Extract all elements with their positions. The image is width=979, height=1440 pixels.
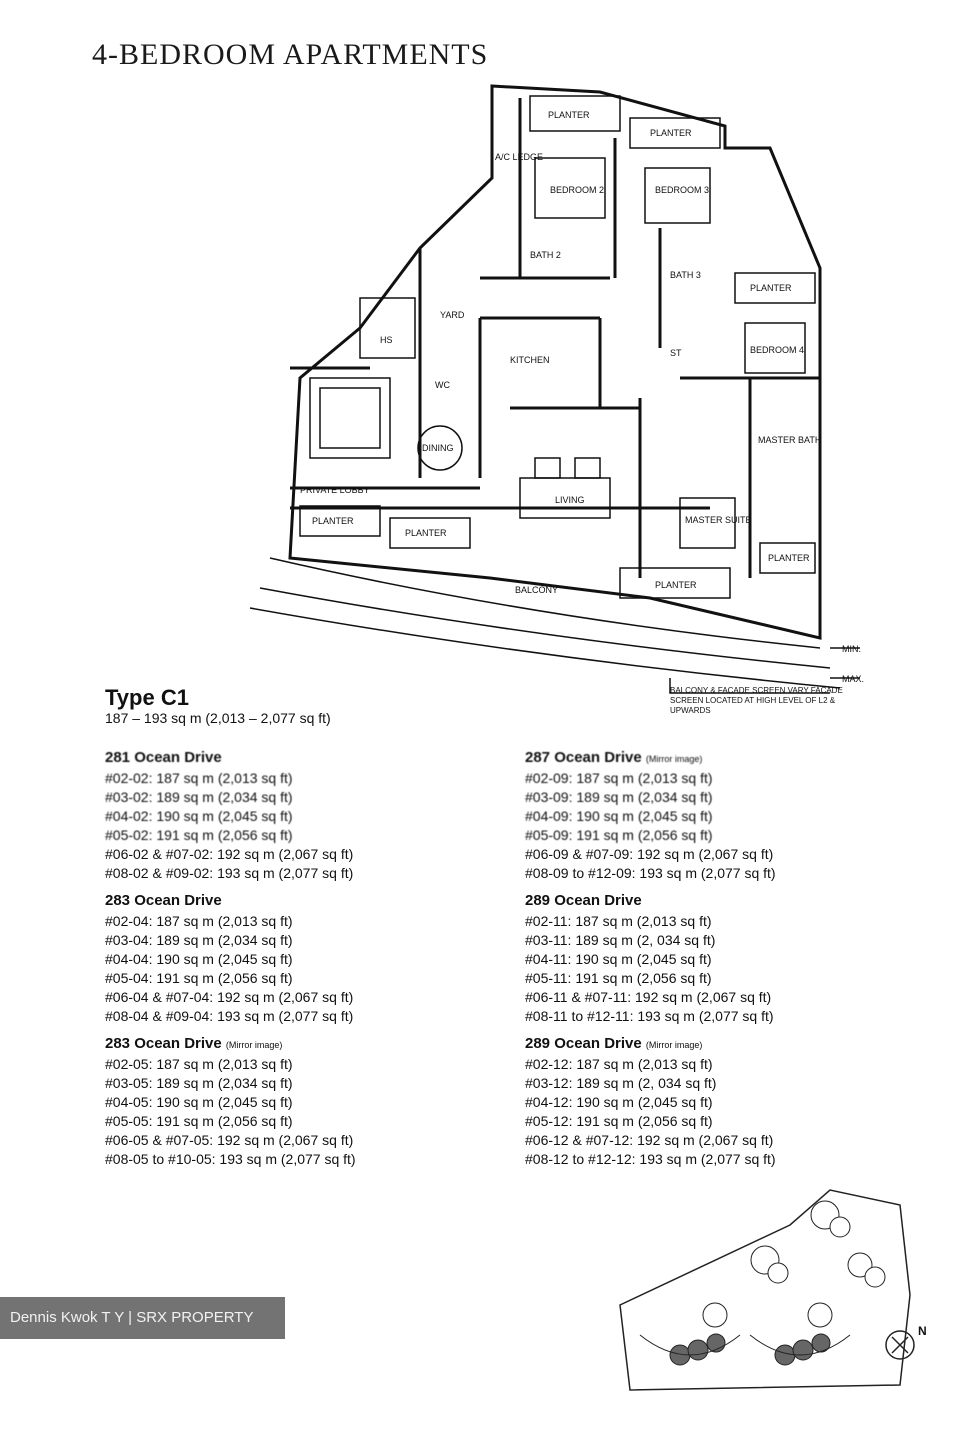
group-heading: 281 Ocean Drive <box>105 749 222 766</box>
unit-row: #02-09: 187 sq m (2,013 sq ft) <box>525 770 713 786</box>
floor-plan-drawing: PLANTER PLANTER PLANTER PLANTER PLANTER … <box>249 84 864 694</box>
min-label: MIN. <box>842 644 861 654</box>
unit-row: #04-05: 190 sq m (2,045 sq ft) <box>105 1094 293 1110</box>
bath-2-label: BATH 2 <box>530 250 561 260</box>
facade-note: BALCONY & FACADE SCREEN VARY FACADE SCRE… <box>670 686 843 715</box>
unit-row: #04-09: 190 sq m (2,045 sq ft) <box>525 808 713 824</box>
unit-row: #06-02 & #07-02: 192 sq m (2,067 sq ft) <box>105 846 354 862</box>
group-heading: 283 Ocean Drive (Mirror image) <box>105 1035 283 1052</box>
unit-row: #08-12 to #12-12: 193 sq m (2,077 sq ft) <box>525 1151 776 1167</box>
group-heading: 283 Ocean Drive <box>105 892 222 909</box>
master-suite-label: MASTER SUITE <box>685 515 752 525</box>
unit-row: #02-12: 187 sq m (2,013 sq ft) <box>525 1056 713 1072</box>
planter-label: PLANTER <box>405 528 447 538</box>
unit-row: #04-02: 190 sq m (2,045 sq ft) <box>105 808 293 824</box>
site-key-plan: N <box>600 1185 945 1400</box>
bedroom-3-label: BEDROOM 3 <box>655 185 709 195</box>
unit-row: #02-04: 187 sq m (2,013 sq ft) <box>105 913 293 929</box>
room-labels: PLANTER PLANTER PLANTER PLANTER PLANTER … <box>300 110 864 684</box>
unit-row: #05-05: 191 sq m (2,056 sq ft) <box>105 1113 293 1129</box>
unit-row: #06-04 & #07-04: 192 sq m (2,067 sq ft) <box>105 989 354 1005</box>
yard-label: YARD <box>440 310 465 320</box>
unit-row: #05-12: 191 sq m (2,056 sq ft) <box>525 1113 713 1129</box>
unit-row: #05-09: 191 sq m (2,056 sq ft) <box>525 827 713 843</box>
unit-row: #05-04: 191 sq m (2,056 sq ft) <box>105 970 293 986</box>
master-bath-label: MASTER BATH <box>758 435 821 445</box>
planter-label: PLANTER <box>312 516 354 526</box>
compass-label: N <box>918 1324 927 1338</box>
unit-row: #03-09: 189 sq m (2,034 sq ft) <box>525 789 713 805</box>
unit-row: #05-11: 191 sq m (2,056 sq ft) <box>525 970 712 986</box>
planter-label: PLANTER <box>655 580 697 590</box>
unit-group: 281 Ocean Drive #02-02: 187 sq m (2,013 … <box>105 748 356 845</box>
group-heading: 289 Ocean Drive <box>525 892 642 909</box>
living-label: LIVING <box>555 495 585 505</box>
unit-row: #03-04: 189 sq m (2,034 sq ft) <box>105 932 293 948</box>
dining-label: DINING <box>422 443 454 453</box>
unit-row: #03-11: 189 sq m (2, 034 sq ft) <box>525 932 716 948</box>
unit-row: #08-11 to #12-11: 193 sq m (2,077 sq ft) <box>525 1008 774 1024</box>
floor-plan: PLANTER PLANTER PLANTER PLANTER PLANTER … <box>230 78 870 718</box>
site-key-plan-drawing: N <box>619 1189 927 1391</box>
kitchen-label: KITCHEN <box>510 355 550 365</box>
private-lobby-label: PRIVATE LOBBY <box>300 485 370 495</box>
unit-row: #04-11: 190 sq m (2,045 sq ft) <box>525 951 712 967</box>
unit-row: #05-02: 191 sq m (2,056 sq ft) <box>105 827 293 843</box>
unit-row: #08-05 to #10-05: 193 sq m (2,077 sq ft) <box>105 1151 356 1167</box>
unit-row: #08-02 & #09-02: 193 sq m (2,077 sq ft) <box>105 865 354 881</box>
compass-icon <box>885 1330 915 1360</box>
planter-label: PLANTER <box>768 553 810 563</box>
unit-row: #08-09 to #12-09: 193 sq m (2,077 sq ft) <box>525 865 776 881</box>
st-label: ST <box>670 348 682 358</box>
unit-row: #03-05: 189 sq m (2,034 sq ft) <box>105 1075 293 1091</box>
unit-row: #06-09 & #07-09: 192 sq m (2,067 sq ft) <box>525 846 774 862</box>
wc-label: WC <box>435 380 450 390</box>
unit-row: #06-05 & #07-05: 192 sq m (2,067 sq ft) <box>105 1132 354 1148</box>
watermark-banner: Dennis Kwok T Y | SRX PROPERTY <box>0 1297 285 1339</box>
hs-label: HS <box>380 335 393 345</box>
unit-row: #02-11: 187 sq m (2,013 sq ft) <box>525 913 712 929</box>
unit-row: #06-11 & #07-11: 192 sq m (2,067 sq ft) <box>525 989 772 1005</box>
planter-label: PLANTER <box>548 110 590 120</box>
unit-type-area: 187 – 193 sq m (2,013 – 2,077 sq ft) <box>105 710 331 726</box>
unit-row: #03-02: 189 sq m (2,034 sq ft) <box>105 789 293 805</box>
unit-group: 287 Ocean Drive (Mirror image) #02-09: 1… <box>525 748 776 845</box>
unit-row: #02-05: 187 sq m (2,013 sq ft) <box>105 1056 293 1072</box>
unit-row: #02-02: 187 sq m (2,013 sq ft) <box>105 770 293 786</box>
unit-row: #08-04 & #09-04: 193 sq m (2,077 sq ft) <box>105 1008 354 1024</box>
left-unit-column: 281 Ocean Drive #02-02: 187 sq m (2,013 … <box>105 740 356 1169</box>
unit-row: #03-12: 189 sq m (2, 034 sq ft) <box>525 1075 717 1091</box>
balcony-label: BALCONY <box>515 585 558 595</box>
unit-row: #06-12 & #07-12: 192 sq m (2,067 sq ft) <box>525 1132 774 1148</box>
ac-ledge-label: A/C LEDGE <box>495 152 543 162</box>
group-heading: 287 Ocean Drive (Mirror image) <box>525 749 703 766</box>
planter-label: PLANTER <box>750 283 792 293</box>
unit-type-title: Type C1 <box>105 685 189 710</box>
right-unit-column: 287 Ocean Drive (Mirror image) #02-09: 1… <box>525 740 776 1169</box>
max-label: MAX. <box>842 674 864 684</box>
bedroom-4-label: BEDROOM 4 <box>750 345 804 355</box>
unit-row: #04-04: 190 sq m (2,045 sq ft) <box>105 951 293 967</box>
unit-row: #04-12: 190 sq m (2,045 sq ft) <box>525 1094 713 1110</box>
planter-label: PLANTER <box>650 128 692 138</box>
page-title: 4-BEDROOM APARTMENTS <box>92 38 489 71</box>
bedroom-2-label: BEDROOM 2 <box>550 185 604 195</box>
group-heading: 289 Ocean Drive (Mirror image) <box>525 1035 703 1052</box>
bath-3-label: BATH 3 <box>670 270 701 280</box>
